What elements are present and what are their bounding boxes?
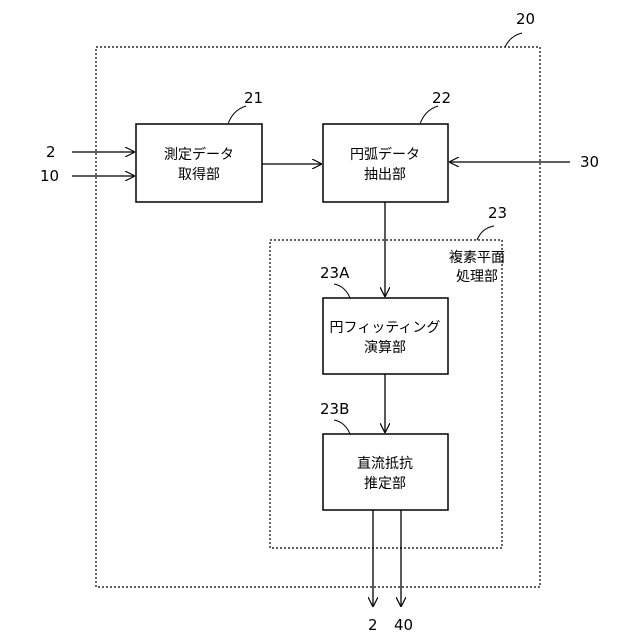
ref-label-23: 23 xyxy=(488,204,507,222)
block-22-line2: 抽出部 xyxy=(364,167,406,183)
input-label-2: 2 xyxy=(46,143,56,161)
leader-line-22 xyxy=(420,106,438,124)
block-23B xyxy=(323,434,448,510)
ref-label-21: 21 xyxy=(244,89,263,107)
leader-line-23B xyxy=(334,420,350,434)
input-label-30: 30 xyxy=(580,153,599,171)
ref-label-23A: 23A xyxy=(320,264,350,282)
output-label-2: 2 xyxy=(368,616,378,634)
ref-label-20: 20 xyxy=(516,10,535,28)
block-23B-line2: 推定部 xyxy=(364,476,406,492)
inner-block-label-line2: 処理部 xyxy=(456,269,498,285)
block-21 xyxy=(136,124,262,202)
block-22-line1: 円弧データ xyxy=(350,146,420,163)
ref-label-22: 22 xyxy=(432,89,451,107)
leader-line-23 xyxy=(477,226,494,240)
leader-line-21 xyxy=(228,106,246,124)
block-21-line1: 測定データ xyxy=(164,146,234,163)
block-23B-line1: 直流抵抗 xyxy=(357,455,413,472)
block-21-line2: 取得部 xyxy=(178,166,220,183)
input-label-10: 10 xyxy=(40,167,59,185)
block-22 xyxy=(323,124,448,202)
ref-label-23B: 23B xyxy=(320,400,349,418)
inner-block-label-line1: 複素平面 xyxy=(449,249,505,266)
leader-line-20 xyxy=(505,33,522,47)
output-label-40: 40 xyxy=(394,616,413,634)
block-23A xyxy=(323,298,448,374)
leader-line-23A xyxy=(334,284,350,298)
block-23A-line2: 演算部 xyxy=(364,340,406,356)
block-23A-line1: 円フィッティング xyxy=(330,320,441,336)
